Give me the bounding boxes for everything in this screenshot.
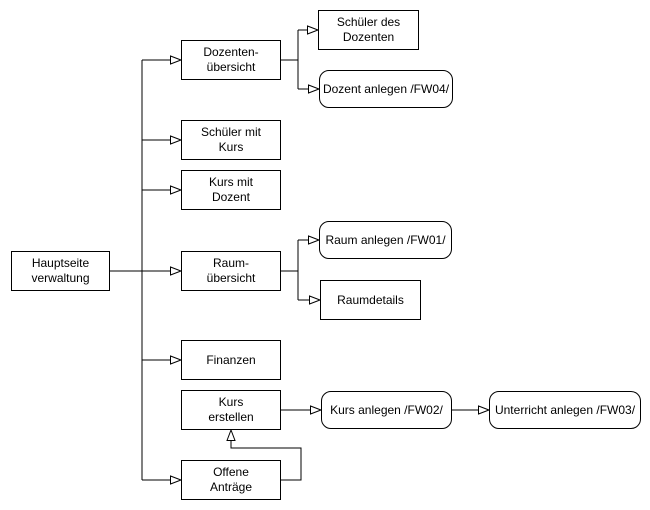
node-raumdetails: Raumdetails [320, 280, 421, 320]
node-unterricht-anlegen-fw03: Unterricht anlegen /FW03/ [489, 391, 641, 429]
node-kurs-erstellen-label: Kurs erstellen [208, 395, 254, 424]
node-finanzen-label: Finanzen [206, 352, 256, 367]
node-hauptseite-label: Hauptseite verwaltung [31, 256, 90, 285]
node-finanzen: Finanzen [181, 340, 281, 380]
node-raum-label: Raum- übersicht [206, 256, 256, 285]
node-dozent-anlegen-label: Dozent anlegen /FW04/ [322, 81, 450, 96]
node-schueler-des-dozenten: Schüler des Dozenten [318, 10, 419, 50]
node-offene-antraege: Offene Anträge [181, 460, 281, 500]
node-dozent-anlegen-fw04: Dozent anlegen /FW04/ [319, 70, 453, 108]
node-kurs-dozent-label: Kurs mit Dozent [208, 175, 253, 204]
node-dozenten-uebersicht: Dozenten- übersicht [181, 40, 281, 80]
node-schueler-mit-kurs: Schüler mit Kurs [181, 120, 281, 160]
node-raum-uebersicht: Raum- übersicht [181, 251, 281, 291]
node-kurs-anlegen-label: Kurs anlegen /FW02/ [330, 402, 443, 417]
node-schueler-dozenten-label: Schüler des Dozenten [336, 15, 401, 44]
node-kurs-erstellen: Kurs erstellen [181, 390, 281, 430]
node-offene-antraege-label: Offene Anträge [209, 465, 253, 494]
node-raum-anlegen-fw01: Raum anlegen /FW01/ [319, 221, 452, 259]
node-schueler-kurs-label: Schüler mit Kurs [200, 125, 262, 154]
node-kurs-mit-dozent: Kurs mit Dozent [181, 170, 281, 210]
node-hauptseite-verwaltung: Hauptseite verwaltung [11, 251, 110, 291]
node-dozenten-label: Dozenten- übersicht [203, 45, 259, 74]
node-raumdetails-label: Raumdetails [337, 292, 404, 307]
node-raum-anlegen-label: Raum anlegen /FW01/ [325, 232, 446, 247]
node-unterricht-anlegen-label: Unterricht anlegen /FW03/ [494, 402, 636, 417]
node-kurs-anlegen-fw02: Kurs anlegen /FW02/ [321, 391, 452, 429]
connector-offene-kurs-erstellen [226, 428, 302, 481]
